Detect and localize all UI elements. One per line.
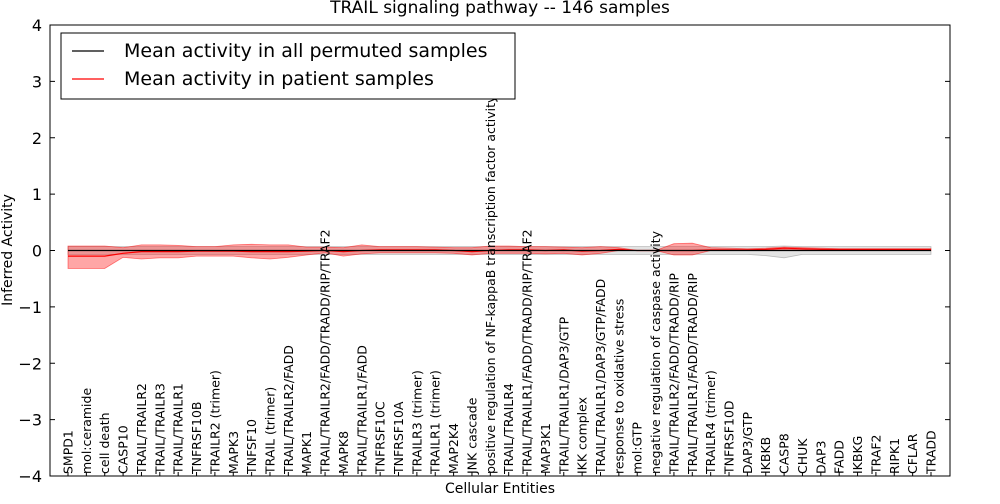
- legend-box: [60, 32, 516, 100]
- x-tick-label: TRAILR4 (trimer): [703, 370, 718, 475]
- x-tick-label: mol:ceramide: [79, 388, 94, 474]
- x-tick-label: TRAIL/TRAILR1/FADD/TRADD/RIP/TRAF2: [520, 229, 535, 475]
- x-tick-label: TRAIL/TRAILR1/DAP3/GTP: [556, 316, 571, 475]
- x-tick-label: TRADD: [924, 430, 939, 475]
- x-tick-label: MAPK1: [299, 431, 314, 474]
- x-tick-label: SMPD1: [61, 430, 76, 474]
- y-tick-label: 1: [32, 185, 42, 204]
- x-tick-label: IKK complex: [575, 397, 590, 474]
- x-tick-label: positive regulation of NF-kappaB transcr…: [483, 95, 498, 474]
- x-tick-label: TRAF2: [868, 434, 883, 475]
- x-tick-label: MAPK8: [336, 431, 351, 474]
- x-tick-label: MAP2K4: [446, 423, 461, 474]
- x-tick-label: IKBKG: [850, 436, 865, 474]
- y-axis-label: Inferred Activity: [0, 194, 16, 306]
- x-tick-label: TRAIL/TRAILR1/FADD/TRADD/RIP: [685, 273, 700, 475]
- bands-layer: [67, 242, 932, 269]
- x-tick-label: TRAIL (trimer): [263, 387, 278, 475]
- x-tick-label: TRAIL/TRAILR1/DAP3/GTP/FADD: [593, 279, 608, 475]
- x-tick-label: TNFRSF10C: [373, 401, 388, 475]
- band-permuted: [67, 245, 932, 259]
- x-tick-label: negative regulation of caspase activity: [648, 230, 663, 474]
- x-axis-label: Cellular Entities: [445, 481, 555, 497]
- x-tick-label: response to oxidative stress: [611, 299, 626, 474]
- x-tick-label: TRAIL/TRAILR3: [152, 383, 167, 475]
- legend: Mean activity in all permuted samples Me…: [60, 32, 516, 100]
- x-tick-label: TRAILR2 (trimer): [207, 370, 222, 475]
- x-tick-label: CASP8: [777, 433, 792, 474]
- y-tick-label: 2: [32, 129, 42, 148]
- x-tick-label: TRAILR1 (trimer): [428, 370, 443, 475]
- x-tick-label: mol:GTP: [630, 422, 645, 474]
- x-tick-label: TRAILR3 (trimer): [409, 370, 424, 475]
- x-tick-label: RIPK1: [887, 438, 902, 474]
- x-tick-label: TRAIL/TRAILR1/FADD: [354, 345, 369, 475]
- y-ticks-layer: −4 −3 −2 −1 0 1 2 3 4: [18, 16, 950, 486]
- legend-label-patient: Mean activity in patient samples: [124, 68, 434, 90]
- y-tick-label: −3: [18, 411, 42, 430]
- x-tick-label: JNK cascade: [465, 397, 480, 475]
- x-tick-label: CHUK: [795, 438, 810, 474]
- x-tick-label: TRAIL/TRAILR2/FADD/TRADD/RIP/TRAF2: [318, 229, 333, 475]
- x-tick-label: TRAIL/TRAILR2: [134, 383, 149, 475]
- x-tick-label: TRAIL/TRAILR1: [171, 383, 186, 475]
- lines-layer: [68, 247, 931, 257]
- x-tick-label: TNFRSF10B: [189, 402, 204, 475]
- x-tick-label: CFLAR: [905, 433, 920, 474]
- x-tick-label: MAPK3: [226, 431, 241, 474]
- x-tick-label: TRAIL/TRAILR2/FADD/TRADD/RIP: [666, 273, 681, 475]
- y-tick-label: 3: [32, 72, 42, 91]
- x-tick-label: TRAIL/TRAILR2/FADD: [281, 345, 296, 475]
- legend-label-permuted: Mean activity in all permuted samples: [124, 40, 487, 62]
- chart-title: TRAIL signaling pathway -- 146 samples: [329, 0, 670, 18]
- y-tick-label: 4: [32, 16, 42, 35]
- x-tick-label: DAP3: [813, 441, 828, 474]
- x-tick-label: FADD: [832, 440, 847, 474]
- y-tick-label: 0: [32, 242, 42, 261]
- x-tick-label: MAP3K1: [538, 423, 553, 474]
- x-tick-label: TNFRSF10A: [391, 401, 406, 475]
- y-tick-label: −2: [18, 354, 42, 373]
- y-tick-label: −1: [18, 298, 42, 317]
- x-tick-label: DAP3/GTP: [740, 411, 755, 474]
- x-tick-label: CASP10: [116, 425, 131, 474]
- x-tick-label: TNFRSF10D: [722, 400, 737, 475]
- plot-frame: [49, 24, 951, 477]
- x-tick-label: TNFSF10: [244, 419, 259, 475]
- y-tick-label: −4: [18, 467, 42, 486]
- x-tick-label: TRAIL/TRAILR4: [501, 383, 516, 475]
- x-tick-label: IKBKB: [758, 437, 773, 474]
- x-tick-label: cell death: [97, 412, 112, 474]
